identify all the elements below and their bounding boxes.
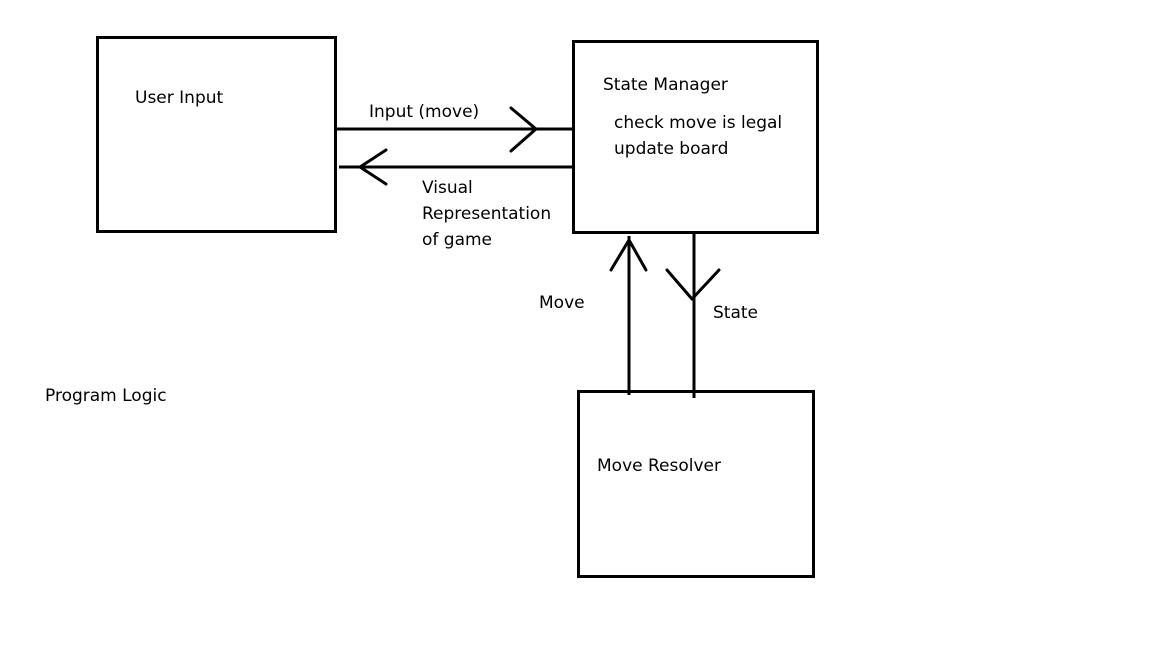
state-manager-detail-update-board: update board (614, 139, 729, 159)
move-resolver-box (577, 390, 815, 578)
program-logic-caption: Program Logic (45, 386, 167, 406)
input-move-edge-label: Input (move) (369, 102, 480, 122)
input-move-arrow-head (509, 106, 538, 153)
visual-arrow-head (358, 148, 388, 186)
visual-representation-edge-label: Visual Representation of game (422, 175, 551, 253)
user-input-label: User Input (135, 88, 224, 108)
move-edge-label: Move (539, 293, 585, 313)
state-arrow-head (665, 268, 721, 301)
visual-label-line-1: Visual (422, 178, 473, 198)
move-arrow-head (609, 238, 648, 272)
visual-label-line-3: of game (422, 230, 493, 250)
state-edge-label: State (713, 303, 758, 323)
state-manager-box (572, 40, 819, 234)
state-manager-detail-check-move: check move is legal (614, 113, 783, 133)
move-resolver-label: Move Resolver (597, 456, 721, 476)
visual-label-line-2: Representation (422, 204, 552, 224)
user-input-box (96, 36, 337, 233)
state-manager-label: State Manager (603, 75, 728, 95)
